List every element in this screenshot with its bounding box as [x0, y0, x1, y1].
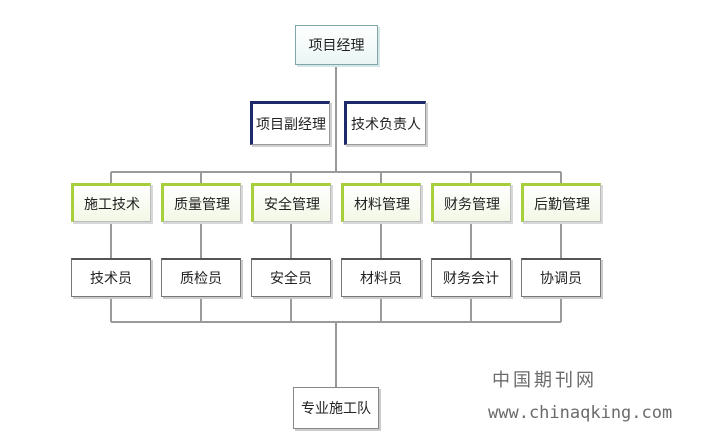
org-node-label: 协调员 — [540, 271, 582, 287]
org-node-label: 安全管理 — [264, 196, 320, 213]
org-node-technical-lead: 技术负责人 — [344, 101, 426, 145]
org-node-label: 项目经理 — [308, 38, 365, 54]
org-node-department: 质量管理 — [161, 183, 241, 222]
org-node-label: 质检员 — [180, 271, 222, 287]
org-node-label: 施工技术 — [84, 196, 140, 213]
org-node-label: 专业施工队 — [301, 401, 371, 417]
org-node-department: 安全管理 — [251, 183, 331, 222]
org-node-label: 项目副经理 — [256, 117, 326, 133]
org-node-label: 财务管理 — [444, 196, 500, 213]
org-node-bottom: 专业施工队 — [293, 387, 379, 429]
org-node-department: 施工技术 — [71, 183, 151, 222]
org-node-label: 技术员 — [90, 271, 132, 287]
watermark-url: www.chinaqking.com — [488, 403, 673, 423]
org-node-staff: 质检员 — [161, 258, 241, 297]
org-node-staff: 技术员 — [71, 258, 151, 297]
org-node-department: 后勤管理 — [521, 183, 601, 222]
org-node-label: 财务会计 — [443, 271, 499, 287]
org-node-label: 材料管理 — [354, 196, 410, 213]
org-node-staff: 材料员 — [341, 258, 421, 297]
org-node-deputy-manager: 项目副经理 — [250, 101, 330, 145]
org-node-staff: 安全员 — [251, 258, 331, 297]
org-node-department: 财务管理 — [431, 183, 511, 222]
org-node-label: 材料员 — [360, 271, 402, 287]
org-node-label: 技术负责人 — [351, 117, 421, 133]
org-node-label: 质量管理 — [174, 196, 230, 213]
org-node-department: 材料管理 — [341, 183, 421, 222]
org-node-label: 安全员 — [270, 271, 312, 287]
org-node-top: 项目经理 — [295, 25, 378, 65]
org-node-staff: 协调员 — [521, 258, 601, 297]
org-node-label: 后勤管理 — [534, 196, 590, 213]
watermark-site-name: 中国期刊网 — [492, 370, 597, 391]
org-node-staff: 财务会计 — [431, 258, 511, 297]
